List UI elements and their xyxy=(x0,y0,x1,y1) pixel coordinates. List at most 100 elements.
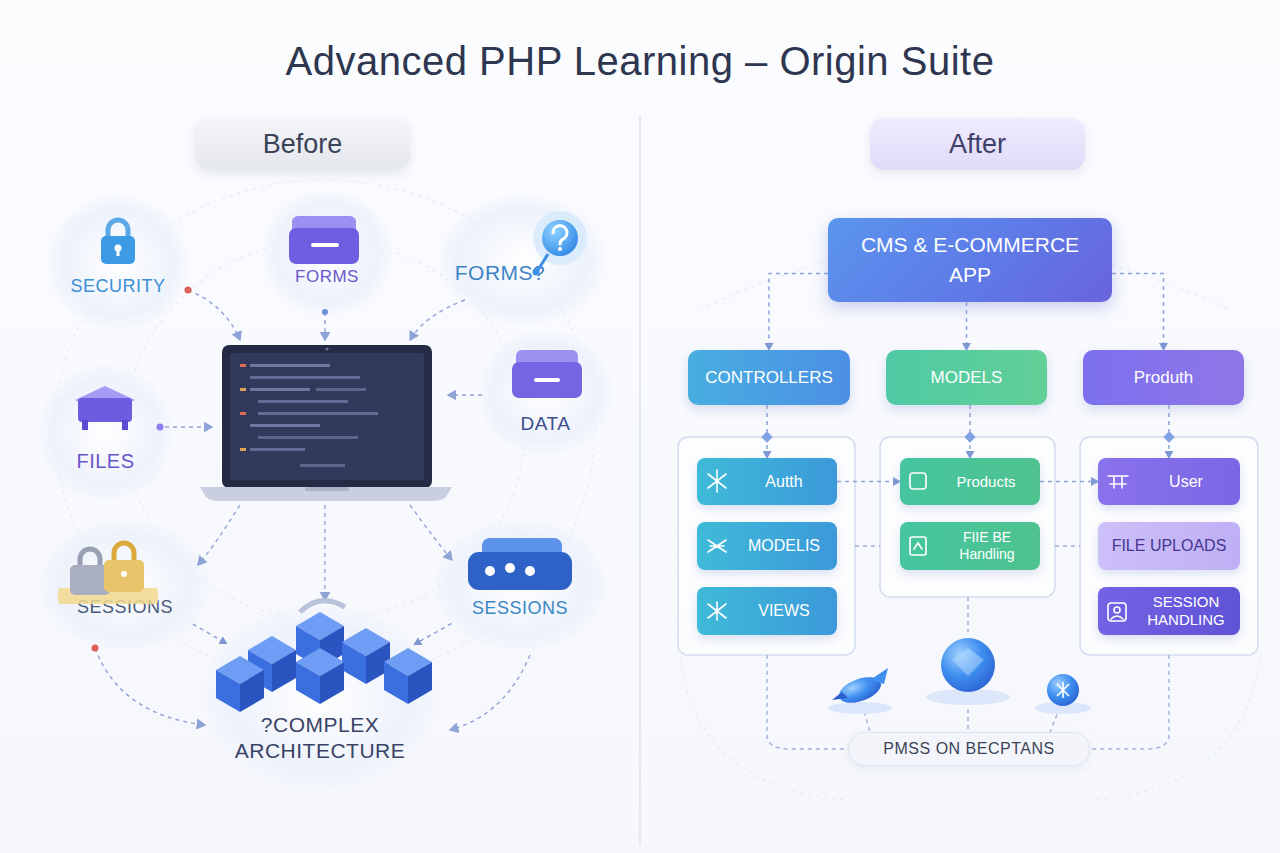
node-label: PMSS ON BECPTANS xyxy=(883,739,1054,759)
orbit-lines-part xyxy=(680,660,848,800)
leader-line-part xyxy=(324,312,325,340)
divider-line xyxy=(639,115,641,845)
code-lines-part xyxy=(240,364,246,367)
node-label: MODELS xyxy=(931,367,1003,388)
text-group: MODELIS xyxy=(748,536,820,556)
locks-icon-part xyxy=(58,588,158,604)
junction-dot xyxy=(761,431,1174,442)
box-glyph-part xyxy=(708,602,726,620)
laptop-illustration xyxy=(200,345,452,501)
node-label: CONTROLLERS xyxy=(705,367,833,388)
text-group: Before xyxy=(263,127,343,161)
box-glyph-part xyxy=(708,470,726,492)
footer-pill: PMSS ON BECPTANS xyxy=(848,732,1090,766)
node-label: SESSIONS xyxy=(435,597,605,620)
locks-icon-part xyxy=(80,549,100,567)
drawer-icon-part xyxy=(516,350,578,370)
dashed-connector xyxy=(193,624,227,644)
component-box: MODELIS xyxy=(697,522,837,570)
column-container-part xyxy=(678,437,855,655)
text-group: SESSION HANDLING xyxy=(1138,593,1234,629)
box-glyph-part xyxy=(914,543,922,549)
node-label: MODELIS xyxy=(748,536,820,556)
lock-icon-part xyxy=(115,245,122,252)
column-header: MODELS xyxy=(886,350,1047,405)
code-lines-part xyxy=(240,448,246,451)
box-glyph-part xyxy=(1108,603,1126,621)
sphere-icon-part xyxy=(1057,682,1069,698)
box-glyph-part xyxy=(1111,616,1123,619)
flow-line-part xyxy=(767,655,848,749)
laptop-illustration-part xyxy=(222,345,432,488)
component-box: Autth xyxy=(697,458,837,505)
file-box-icon-part xyxy=(78,398,132,422)
text-group: MODELS xyxy=(931,367,1003,388)
leader-line-part xyxy=(165,426,212,427)
dashed-connector xyxy=(969,405,971,458)
sphere-icon-part xyxy=(952,648,984,676)
lock-icon xyxy=(101,220,135,264)
question-bubble-icon-part xyxy=(553,226,567,244)
laptop-illustration-part xyxy=(325,347,328,350)
orbit-lines-part xyxy=(1090,660,1260,800)
text-group: FILE UPLOADS xyxy=(1112,536,1227,556)
cubes-icon-part xyxy=(216,656,264,712)
dashed-connector xyxy=(1112,273,1164,350)
dashed-connector xyxy=(1168,405,1170,458)
drawer-icon xyxy=(512,350,582,398)
sphere-icon-part xyxy=(828,702,892,714)
text-group: User xyxy=(1169,472,1203,492)
leader-line-part xyxy=(450,655,530,730)
code-lines-part xyxy=(316,388,366,391)
column-header: Produth xyxy=(1083,350,1244,405)
component-box: SESSION HANDLING xyxy=(1098,587,1240,635)
drawer-icon-part xyxy=(534,378,560,382)
cubes-icon-part xyxy=(300,601,345,612)
text-group: CONTROLLERS xyxy=(705,367,833,388)
lock-icon-part xyxy=(108,220,128,238)
box-glyph-part xyxy=(1108,476,1128,488)
code-lines xyxy=(240,364,378,467)
node-label: Produth xyxy=(1134,367,1194,388)
leader-line-part xyxy=(188,290,240,340)
node-label: Autth xyxy=(765,472,802,492)
component-box: User xyxy=(1098,458,1240,505)
locks-icon-part xyxy=(70,565,110,595)
leader-dot-part xyxy=(322,309,328,315)
code-lines-part xyxy=(250,448,305,451)
sphere-icon-part xyxy=(941,638,995,692)
sphere-icon-part xyxy=(832,692,848,700)
component-box: VIEWS xyxy=(697,587,837,635)
box-glyph-part xyxy=(910,473,926,489)
question-bubble-icon-part xyxy=(558,247,562,251)
code-lines-part xyxy=(250,364,330,367)
dashed-connector xyxy=(766,405,768,458)
code-lines-part xyxy=(240,388,246,391)
sessions-icon-part xyxy=(482,538,562,560)
text-group: Produth xyxy=(1134,367,1194,388)
box-glyph-part xyxy=(910,537,926,555)
topic-bubble: SESSIONS xyxy=(40,520,210,650)
node-label: FILES xyxy=(38,449,173,474)
node-label: User xyxy=(1169,472,1203,492)
question-bubble-icon-part xyxy=(538,254,548,270)
node-label: FIIE BE Handling xyxy=(940,529,1034,563)
column-container xyxy=(678,437,1258,655)
topic-bubble: DATA xyxy=(478,330,613,455)
file-box-icon-part xyxy=(122,420,128,430)
leader-line-part xyxy=(324,505,325,600)
node-label: FORMS xyxy=(262,266,392,287)
text-group: FIIE BE Handling xyxy=(940,529,1034,563)
text-group: Products xyxy=(956,472,1015,491)
flow-line xyxy=(767,546,1169,749)
sessions-icon-part xyxy=(468,552,572,590)
text-group: VIEWS xyxy=(758,601,810,621)
dashed-connector xyxy=(1040,481,1098,483)
locks-icon xyxy=(58,543,158,604)
dashed-connector xyxy=(414,624,451,645)
file-box-icon-part xyxy=(75,386,135,414)
column-container-part xyxy=(880,437,1055,597)
